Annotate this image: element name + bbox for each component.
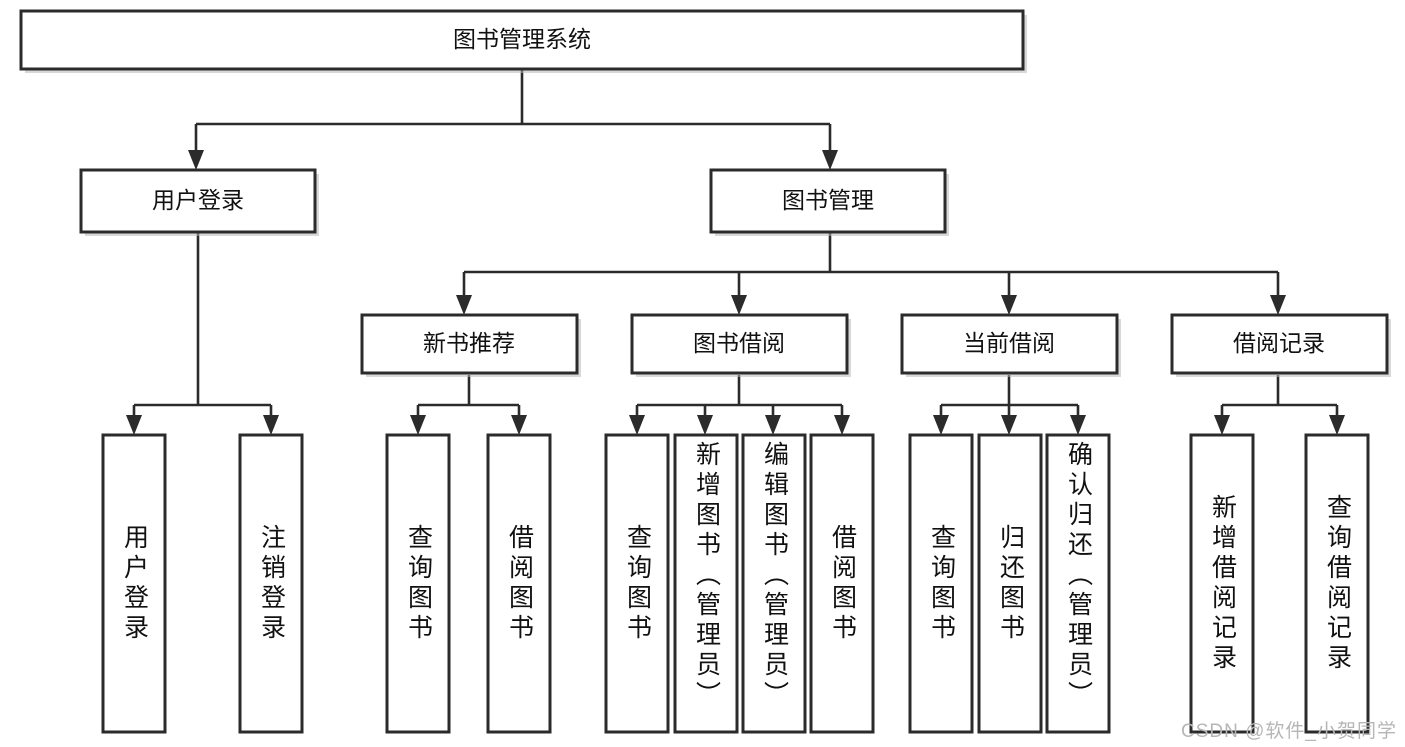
new-book-label: 新书推荐 [423,330,515,356]
arrowhead-new-book [456,295,472,315]
arrowhead-borrowrecord-leaf1 [1214,415,1230,435]
arrowhead-bookborrow-leaf4 [834,415,850,435]
arrowhead-borrow-record [1270,295,1286,315]
arrowhead-bookborrow-leaf3 [765,415,781,435]
node-leaf-add-borrow-record[interactable] [1189,433,1255,734]
arrowhead-newbook-leaf1 [410,415,426,435]
node-leaf-logout[interactable] [238,433,304,734]
arrowhead-currentborrow-leaf1 [933,415,949,435]
arrowhead-currentborrow-leaf3 [1070,415,1086,435]
arrowhead-book-borrow [731,295,747,315]
book-mgmt-label: 图书管理 [782,187,874,213]
node-leaf-edit-book-admin[interactable] [741,433,807,734]
node-leaf-query-borrow-record[interactable] [1304,433,1370,734]
node-leaf-query-book-1[interactable] [385,433,451,734]
arrowhead-borrowrecord-leaf2 [1329,415,1345,435]
watermark-text: CSDN @软件_小贺同学 [1181,721,1397,742]
node-leaf-borrow-book-2[interactable] [809,433,875,734]
node-user-login[interactable] [79,168,317,234]
arrowhead-leaf-user-login [126,415,142,435]
node-leaf-query-book-2[interactable] [604,433,670,734]
node-leaf-user-login[interactable] [101,433,167,734]
arrowhead-bookborrow-leaf2 [697,415,713,435]
node-root[interactable] [19,9,1025,71]
node-book-borrow[interactable] [630,313,849,375]
root-label: 图书管理系统 [453,26,591,52]
user-login-label: 用户登录 [152,187,244,213]
node-leaf-return-book[interactable] [977,433,1043,734]
connector-layer [126,70,1345,435]
node-leaf-query-book-3[interactable] [908,433,974,734]
node-new-book-recommend[interactable] [360,313,579,375]
arrowhead-book-mgmt [822,150,838,170]
borrow-record-label: 借阅记录 [1233,330,1325,356]
node-layer: 图书管理系统 用户登录 图书管理 新书推荐 图书借阅 当前借阅 借阅记录 [19,9,1391,734]
node-leaf-confirm-return-admin[interactable] [1045,433,1111,734]
arrowhead-bookborrow-leaf1 [629,415,645,435]
arrowhead-user-login [188,150,204,170]
node-borrow-record[interactable] [1170,313,1389,375]
arrowhead-newbook-leaf2 [511,415,527,435]
node-leaf-add-book-admin[interactable] [673,433,739,734]
node-book-management[interactable] [709,168,947,234]
node-leaf-borrow-book-1[interactable] [486,433,552,734]
arrowhead-currentborrow-leaf2 [1001,415,1017,435]
arrowhead-leaf-logout [263,415,279,435]
current-borrow-label: 当前借阅 [963,330,1055,356]
node-current-borrow[interactable] [900,313,1119,375]
book-borrow-label: 图书借阅 [693,330,785,356]
arrowhead-current-borrow [1001,295,1017,315]
